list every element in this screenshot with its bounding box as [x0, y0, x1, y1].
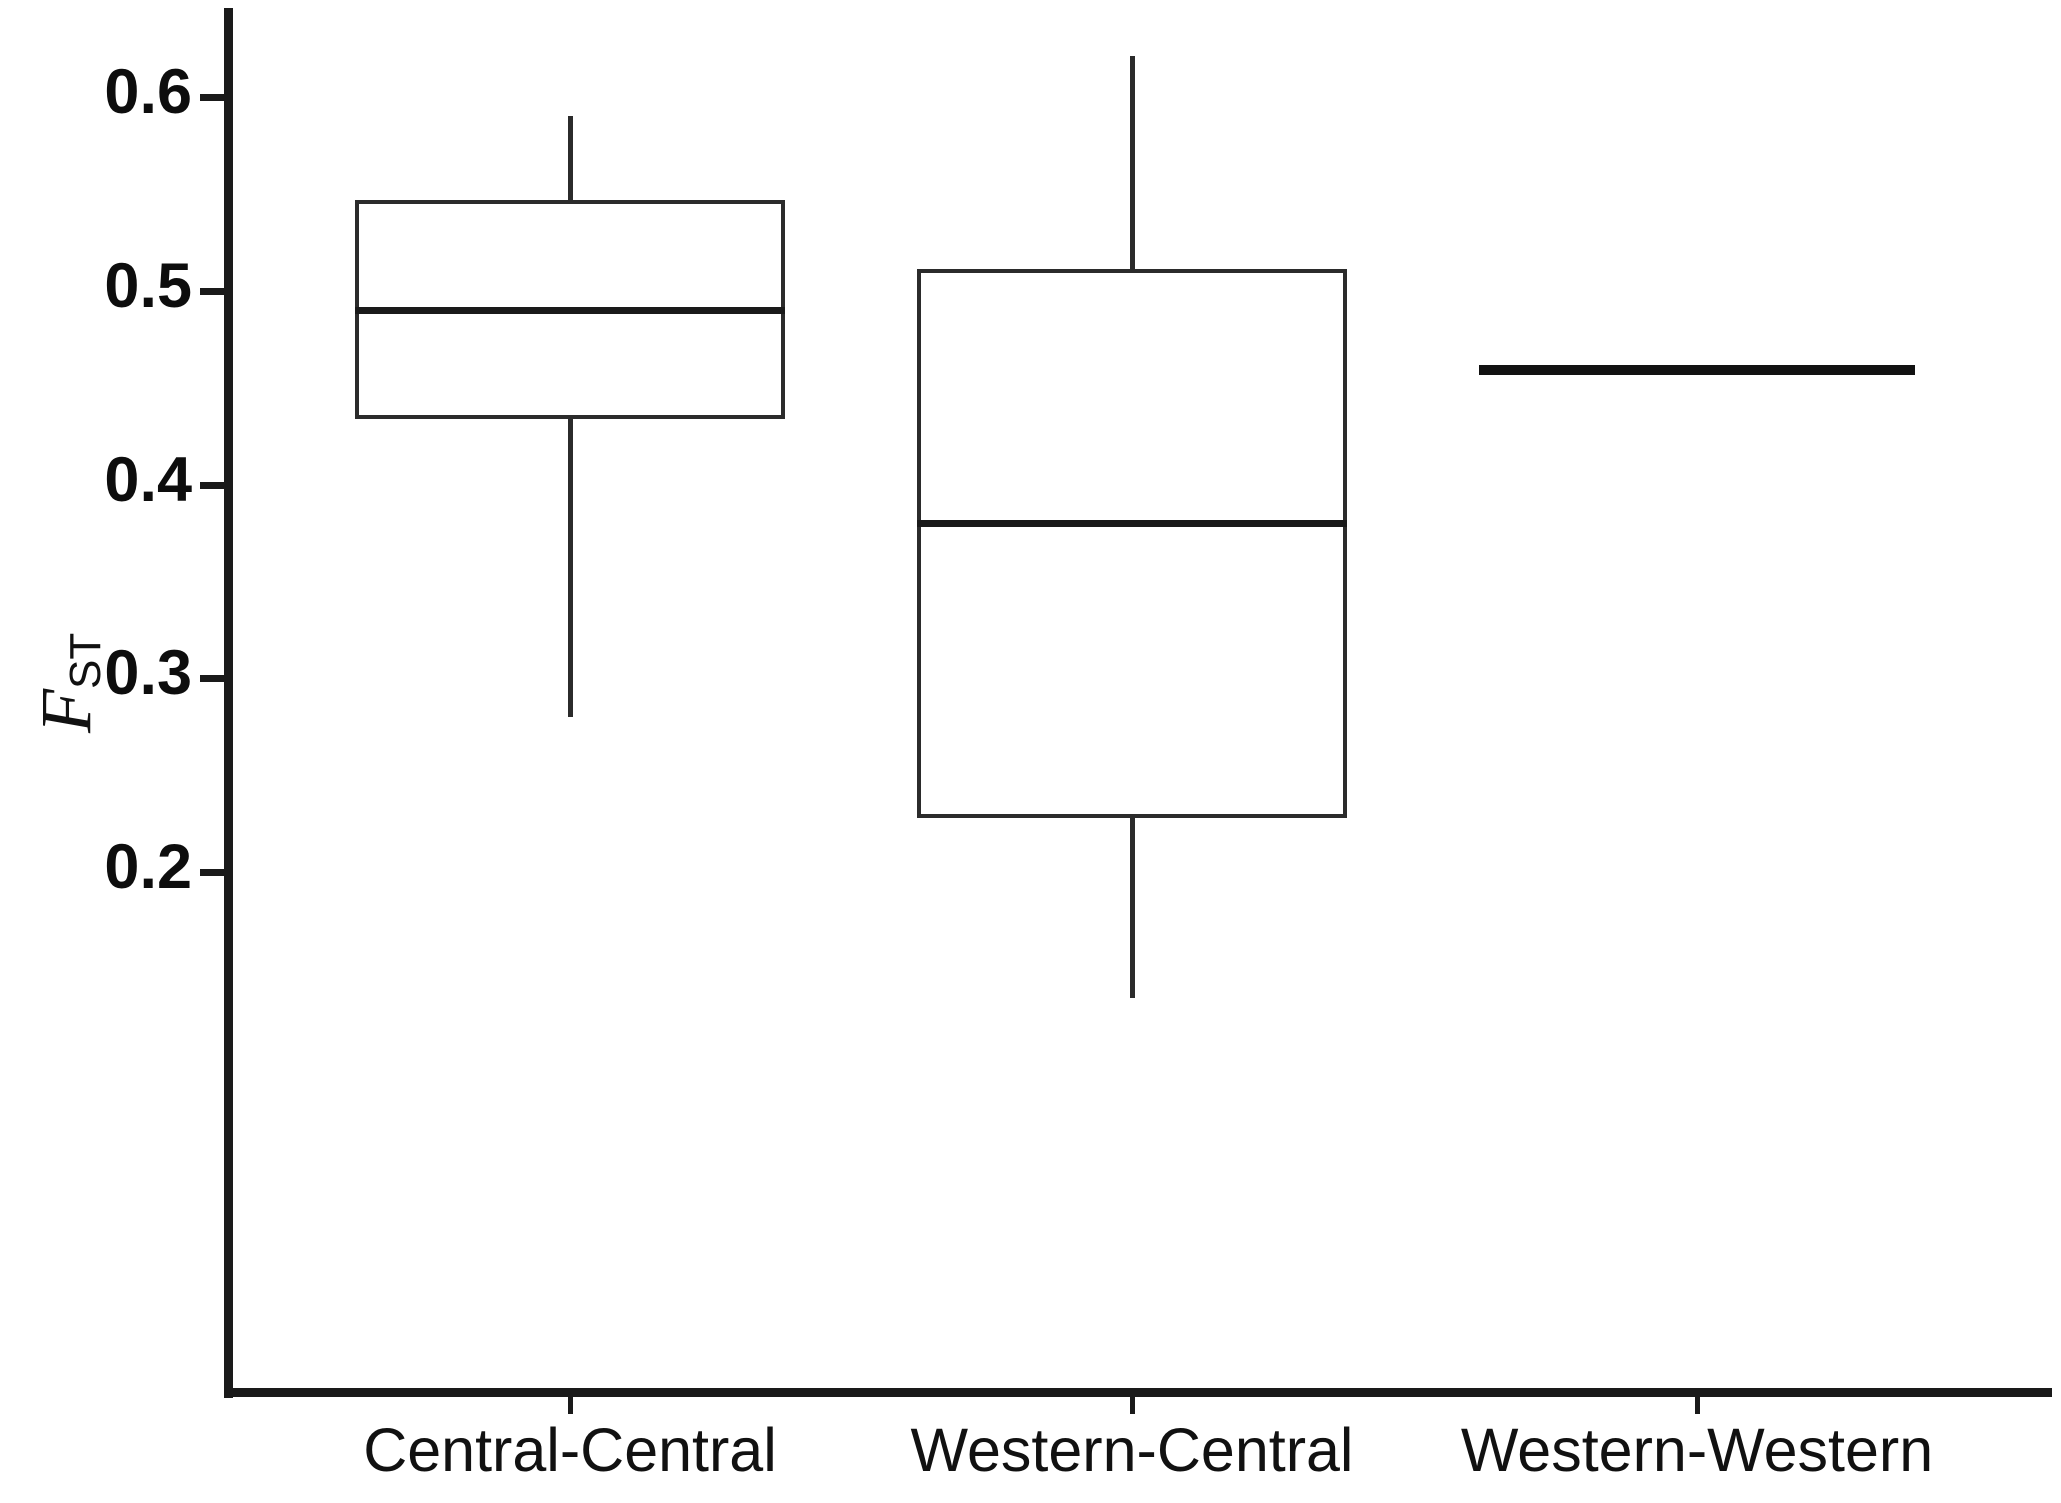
y-tick-label-text: 0.4: [104, 444, 192, 515]
y-tick-label: 0.4: [0, 448, 192, 512]
x-axis-line: [224, 1388, 2052, 1397]
y-tick-label-text: 0.6: [104, 57, 192, 127]
x-tick-label-western-central: Western-Central: [910, 1416, 1354, 1484]
y-tick-label-text: 0.3: [104, 638, 192, 709]
box-western-western-line: [1479, 365, 1915, 376]
y-tick-mark: [200, 481, 224, 489]
box-western-central: [917, 269, 1347, 818]
whisker-upper: [1130, 56, 1135, 270]
x-tick-mark: [568, 1397, 573, 1414]
whisker-lower: [568, 418, 573, 717]
y-tick-mark: [200, 869, 224, 876]
whisker-lower: [1130, 817, 1135, 998]
y-axis-line: [224, 8, 233, 1398]
x-tick-mark: [1695, 1397, 1700, 1414]
y-tick-mark: [200, 675, 224, 683]
y-tick-label: 0.5: [0, 254, 192, 318]
y-tick-mark: [200, 287, 224, 295]
y-tick-label: 0.2: [0, 836, 192, 899]
median-line: [355, 307, 785, 315]
y-tick-label-text: 0.5: [104, 250, 192, 321]
y-tick-label-text: 0.2: [104, 832, 192, 902]
whisker-upper: [568, 116, 573, 200]
x-tick-label-western-western: Western-Western: [1460, 1416, 1934, 1484]
x-tick-label-central-central: Central-Central: [363, 1416, 777, 1484]
y-tick-label: 0.6: [0, 61, 192, 124]
y-tick-label: 0.3: [0, 642, 192, 705]
median-line: [917, 520, 1347, 528]
y-tick-mark: [200, 94, 224, 101]
x-tick-mark: [1130, 1397, 1135, 1414]
